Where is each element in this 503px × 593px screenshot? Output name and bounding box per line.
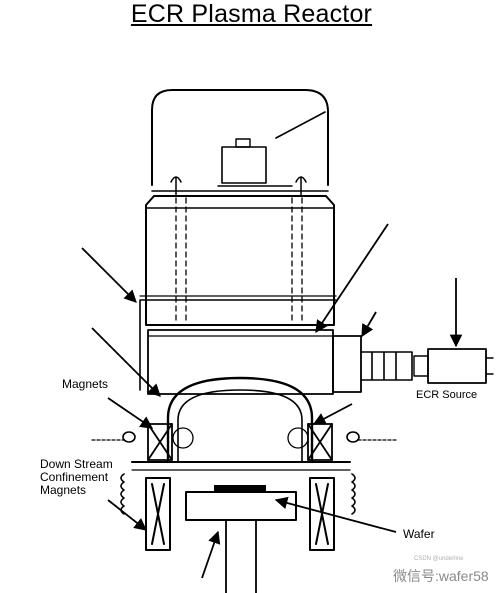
arrow-right-small (361, 311, 377, 338)
downstream-magnet-left (145, 477, 171, 551)
plasma-chamber (166, 376, 314, 464)
downstream-label-line1: Down Stream (40, 457, 113, 471)
downstream-label: Down Stream Confinement Magnets (40, 458, 113, 497)
dome-pointer-line (275, 111, 326, 139)
motor (221, 146, 267, 184)
ecr-source-shaft (360, 351, 413, 381)
downstream-label-line2: Confinement (40, 470, 109, 484)
magnet-left (147, 423, 194, 461)
magnet-right (287, 423, 333, 461)
downstream-label-line3: Magnets (40, 483, 87, 497)
wafer (214, 485, 266, 492)
arrow-magnets (107, 397, 154, 429)
waveguide-band (147, 329, 334, 395)
arrow-downstream (107, 499, 147, 531)
side-coils (120, 431, 360, 515)
wafer-label: Wafer (403, 527, 435, 541)
arrow-bottom (201, 530, 221, 579)
downstream-magnet-right (309, 477, 335, 551)
ecr-source-body (427, 348, 487, 384)
wafer-stage (185, 491, 297, 521)
chamber-body (145, 195, 335, 326)
motor-cap (235, 138, 251, 148)
arrow-lower-right (312, 403, 353, 425)
arrow-mid-left (91, 327, 161, 397)
coupler-block (332, 335, 362, 393)
magnets-label: Magnets (62, 377, 109, 391)
arrow-center-right (315, 223, 389, 334)
csdn-watermark: CSDN @underline (414, 556, 464, 562)
ecr-source-label: ECR Source (416, 389, 478, 401)
page-title: ECR Plasma Reactor (130, 0, 373, 28)
arrow-upper-left (81, 247, 137, 303)
reactor-dome (151, 89, 329, 186)
watermark: 微信号:wafer58 (393, 568, 489, 584)
arrow-wafer (274, 496, 397, 533)
